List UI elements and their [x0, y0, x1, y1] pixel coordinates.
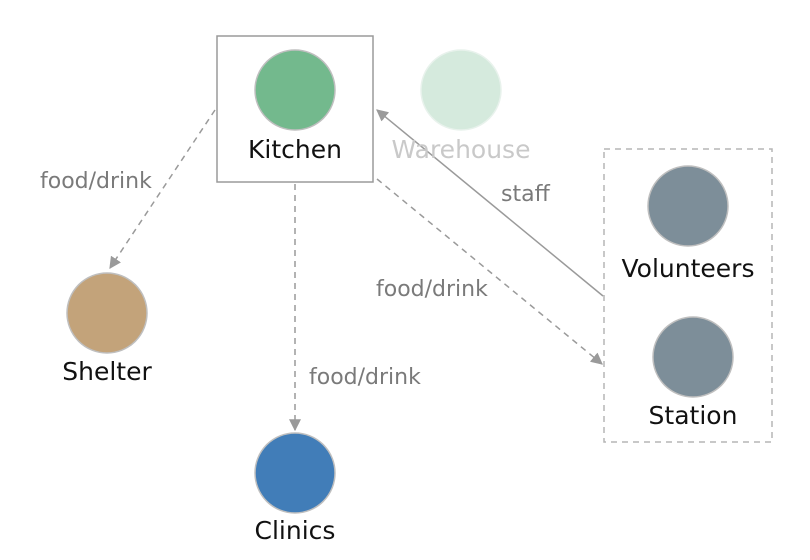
edge-group-kitchen[interactable] — [376, 109, 604, 297]
edge-label-kitchen-group: food/drink — [376, 277, 488, 302]
shelter-node-label: Shelter — [62, 357, 152, 386]
station-node-circle[interactable] — [652, 316, 734, 398]
warehouse-node-label: Warehouse — [392, 135, 531, 164]
kitchen-node-circle[interactable] — [254, 49, 336, 131]
station-node-label: Station — [649, 401, 738, 430]
node-warehouse[interactable]: Warehouse — [392, 49, 531, 164]
clinics-node-circle[interactable] — [254, 432, 336, 514]
volunteers-node-circle[interactable] — [647, 165, 729, 247]
volunteers-node-label: Volunteers — [622, 254, 755, 283]
kitchen-highlight-box[interactable] — [216, 35, 374, 183]
edge-kitchen-group[interactable] — [376, 178, 603, 365]
node-clinics[interactable]: Clinics — [254, 432, 336, 545]
edge-label-staff: staff — [501, 182, 551, 207]
shelter-node-circle[interactable] — [66, 272, 148, 354]
node-station[interactable]: Station — [649, 316, 738, 430]
volunteers-station-group[interactable] — [603, 148, 773, 443]
node-shelter[interactable]: Shelter — [62, 272, 152, 386]
edge-label-kitchen-shelter: food/drink — [40, 169, 152, 194]
edge-kitchen-shelter[interactable] — [109, 109, 216, 269]
kitchen-node-label: Kitchen — [248, 135, 342, 164]
node-volunteers[interactable]: Volunteers — [622, 165, 755, 283]
node-kitchen[interactable]: Kitchen — [248, 49, 342, 164]
warehouse-node-circle[interactable] — [420, 49, 502, 131]
edge-label-kitchen-clinics: food/drink — [309, 365, 421, 390]
clinics-node-label: Clinics — [255, 516, 336, 545]
